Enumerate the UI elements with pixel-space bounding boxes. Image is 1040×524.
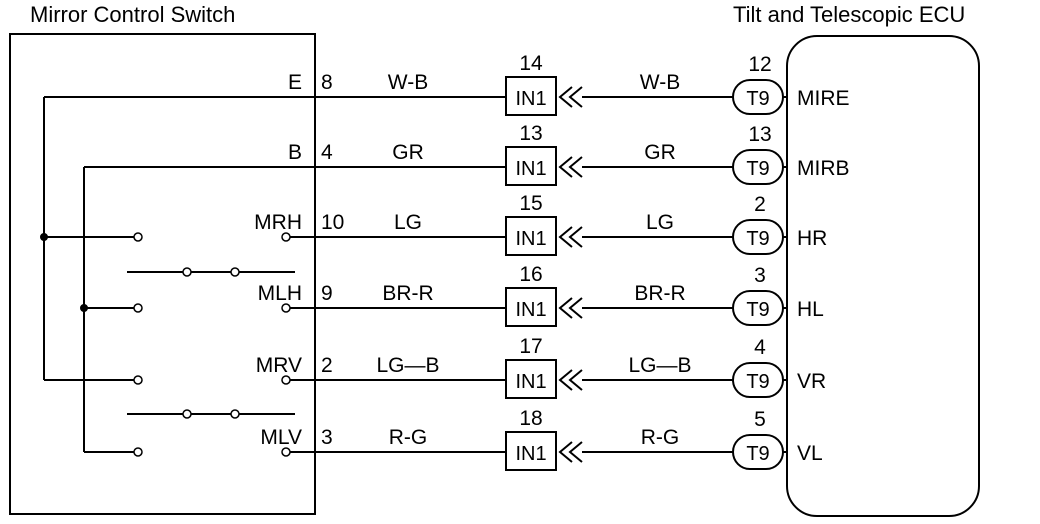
in1-connector-label: IN1 [515,443,546,465]
t9-connector-label: T9 [746,228,769,250]
in1-connector-label: IN1 [515,88,546,110]
wire-color-right: GR [644,141,676,164]
ecu-box [786,35,980,517]
in1-pin-number: 18 [519,407,542,430]
in1-pin-number: 16 [519,263,542,286]
switch-pin-number: 10 [321,211,344,234]
t9-connector-label: T9 [746,299,769,321]
wire-color-left: LG—B [376,354,439,377]
in1-connector-box [505,287,557,327]
t9-connector-label: T9 [746,158,769,180]
t9-connector-label: T9 [746,88,769,110]
in1-connector-box [505,216,557,256]
in1-connector-label: IN1 [515,158,546,180]
switch-terminal-label: B [288,141,302,164]
in1-pin-number: 15 [519,192,542,215]
in1-connector-label: IN1 [515,371,546,393]
in1-connector-box [505,76,557,116]
wire-color-left: GR [392,141,424,164]
switch-terminal-label: MRV [256,354,302,377]
connector-chevron-icon [558,156,583,178]
wire-color-left: R-G [389,426,428,449]
connector-chevron-icon [558,297,583,319]
ecu-title: Tilt and Telescopic ECU [733,2,965,27]
switch-internal-circuit [40,96,315,457]
switch-title: Mirror Control Switch [30,2,235,27]
switch-pin-number: 2 [321,354,333,377]
connector-chevron-icon [558,226,583,248]
switch-terminal-label: MLV [260,426,302,449]
in1-connector-label: IN1 [515,299,546,321]
wire-color-right: LG—B [628,354,691,377]
switch-pin-number: 8 [321,71,333,94]
ecu-pin-number: 4 [754,336,766,359]
switch-pin-number: 4 [321,141,333,164]
wire-color-left: BR-R [382,282,433,305]
in1-connector-label: IN1 [515,228,546,250]
ecu-pin-number: 13 [748,123,771,146]
switch-pin-number: 3 [321,426,333,449]
wire-color-right: LG [646,211,674,234]
connector-chevron-icon [558,441,583,463]
wire-color-left: W-B [388,71,428,94]
ecu-terminal-label: VL [797,442,823,465]
wire-color-right: W-B [640,71,680,94]
switch-terminal-label: MRH [254,211,302,234]
ecu-terminal-label: HL [797,298,824,321]
switch-box [9,33,316,515]
wire-color-right: BR-R [634,282,685,305]
in1-connector-box [505,431,557,471]
connector-chevron-icon [558,369,583,391]
in1-pin-number: 13 [519,122,542,145]
ecu-pin-number: 3 [754,264,766,287]
wire-color-right: R-G [641,426,680,449]
switch-terminal-label: MLH [258,282,302,305]
in1-connector-box [505,146,557,186]
switch-terminal-label: E [288,71,302,94]
in1-pin-number: 14 [519,52,543,75]
t9-connector-label: T9 [746,443,769,465]
ecu-pin-number: 5 [754,408,766,431]
ecu-terminal-label: MIRB [797,157,850,180]
ecu-terminal-label: HR [797,227,827,250]
t9-connector-label: T9 [746,371,769,393]
switch-pin-number: 9 [321,282,333,305]
ecu-pin-number: 12 [748,53,771,76]
connector-chevron-icon [558,86,583,108]
ecu-pin-number: 2 [754,193,766,216]
in1-connector-box [505,359,557,399]
wire-color-left: LG [394,211,422,234]
ecu-terminal-label: VR [797,370,826,393]
ecu-terminal-label: MIRE [797,87,850,110]
in1-pin-number: 17 [519,335,542,358]
